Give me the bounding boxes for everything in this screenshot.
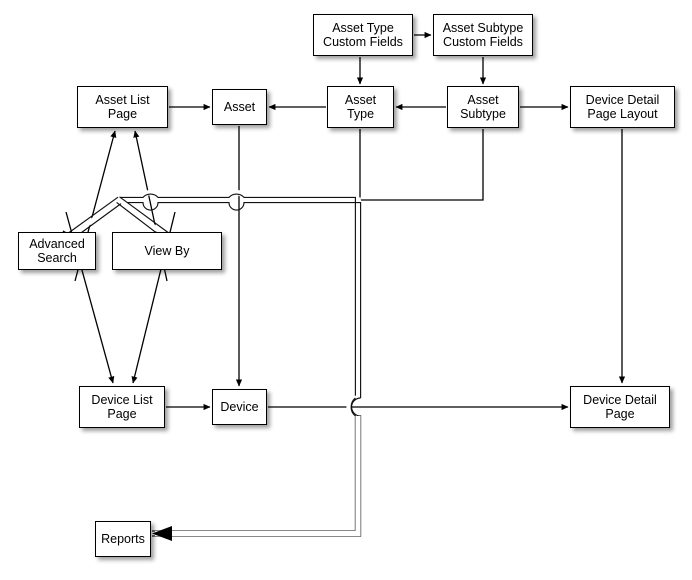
bus-horizontal-rail-top xyxy=(120,193,356,398)
node-label: Asset Type Custom Fields xyxy=(323,20,403,50)
bus-vertical-lower-core xyxy=(155,416,361,537)
node-label: Asset Subtype Custom Fields xyxy=(442,20,524,50)
node-label: Device Detail Page Layout xyxy=(585,92,660,122)
bus-vertical-jump-rail-right xyxy=(152,397,362,537)
node-label: Asset Type xyxy=(344,92,377,122)
branch-view-by-core xyxy=(118,198,170,240)
node-label: Device xyxy=(220,399,259,414)
node-advanced-search[interactable]: Advanced Search xyxy=(18,232,96,270)
node-device[interactable]: Device xyxy=(212,389,267,425)
node-device-list-page[interactable]: Device List Page xyxy=(79,386,165,428)
bus-horizontal-rail-bottom xyxy=(120,202,362,398)
node-label: Device List Page xyxy=(91,392,153,422)
node-device-detail-page[interactable]: Device Detail Page xyxy=(570,386,670,428)
node-label: Reports xyxy=(101,531,145,546)
node-asset[interactable]: Asset xyxy=(212,89,267,125)
node-asset-type-custom-fields[interactable]: Asset Type Custom Fields xyxy=(313,14,413,56)
node-label: Device Detail Page xyxy=(583,392,657,422)
node-view-by[interactable]: View By xyxy=(112,232,222,270)
node-asset-subtype-custom-fields[interactable]: Asset Subtype Custom Fields xyxy=(433,14,533,56)
branch-advanced-search-rail-a xyxy=(66,196,119,235)
node-device-detail-page-layout[interactable]: Device Detail Page Layout xyxy=(570,86,675,128)
node-asset-list-page[interactable]: Asset List Page xyxy=(77,86,168,128)
branch-advanced-search-core xyxy=(68,198,122,239)
branch-view-by-rail-a xyxy=(119,196,173,236)
node-label: Asset List Page xyxy=(95,92,150,122)
node-asset-type[interactable]: Asset Type xyxy=(327,86,394,128)
bus-to-reports-arrow xyxy=(152,526,172,541)
edge-asset-subtype-down-left xyxy=(361,129,484,201)
node-label: Asset Subtype xyxy=(460,92,506,122)
bus-double-lines xyxy=(120,189,362,537)
node-label: Asset xyxy=(223,99,256,114)
node-label: Advanced Search xyxy=(29,236,85,266)
node-asset-subtype[interactable]: Asset Subtype xyxy=(447,86,519,128)
node-reports[interactable]: Reports xyxy=(95,521,151,557)
node-label: View By xyxy=(144,243,190,258)
